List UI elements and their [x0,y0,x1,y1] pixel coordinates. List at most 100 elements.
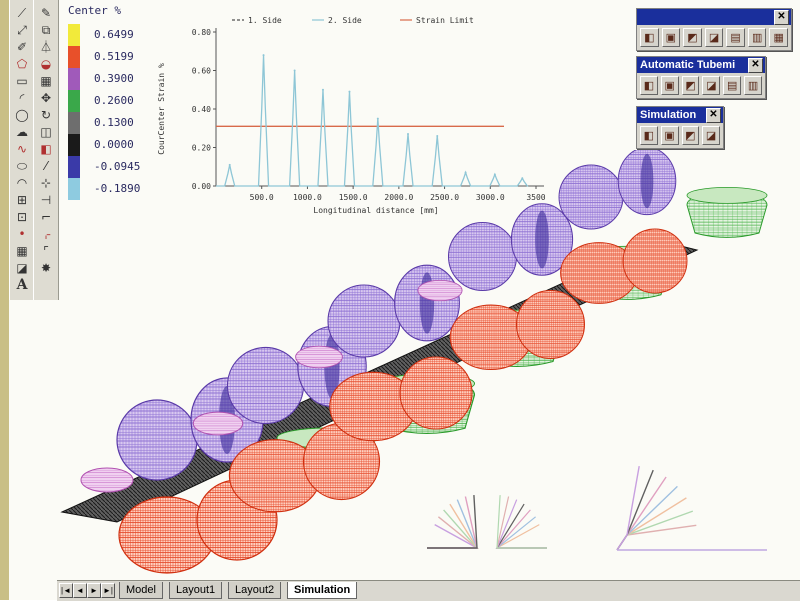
x-tick-label: 1000.0 [293,193,322,202]
layout-tab-bar: |◄ ◄ ► ►| Model Layout1 Layout2 Simulati… [57,580,800,601]
toolbar-title: Automatic Tubemi [640,59,736,71]
mirror-button[interactable]: ⏃ [36,38,56,56]
sim-step-icon[interactable]: ◩ [681,126,700,145]
ellipse-button[interactable]: ⬭ [12,157,32,175]
region-button[interactable]: ◪ [12,259,32,277]
line-button[interactable]: ⟋ [12,4,32,22]
upper-roll [558,164,624,230]
series-2-peak-point [407,133,409,136]
sim-stop-icon[interactable]: ◪ [702,126,720,145]
offset-button[interactable]: ◒ [36,55,56,73]
scale-button[interactable]: ◫ [36,123,56,141]
toolbar-titlebar[interactable]: Simulation ✕ [637,107,723,123]
view-icon[interactable]: ▣ [661,28,681,47]
sim-run-icon[interactable]: ◧ [640,126,658,145]
spline-button[interactable]: ∿ [12,140,32,158]
legend-swatch [68,24,80,46]
copy-button[interactable]: ⧉ [36,21,56,39]
toolbar-titlebar[interactable]: ✕ [637,9,791,25]
guide-roll [192,411,244,436]
stretch-button[interactable]: ◧ [36,140,56,158]
y-tick-label: 0.00 [192,182,211,191]
x-tick-label: 500.0 [250,193,274,202]
break-button[interactable]: ⌐ [36,208,56,226]
tube-icon[interactable]: ◧ [640,76,658,95]
trim-button[interactable]: ⊹ [36,174,56,192]
shade-icon[interactable]: ◪ [704,28,724,47]
scale-icon: ◫ [40,125,52,139]
toolbar-titlebar[interactable]: Automatic Tubemi ✕ [637,57,765,73]
y-tick-label: 0.60 [192,67,211,76]
spline-icon: ∿ [16,142,28,156]
window-edge [0,0,9,600]
line-icon: ⟋ [17,6,27,20]
lengthen-button[interactable]: ⁄ [36,157,56,175]
arc-button[interactable]: ◜ [12,89,32,107]
close-icon[interactable]: ✕ [706,108,721,123]
scene-icon[interactable]: ▦ [769,28,789,47]
construction-line-button[interactable]: ⤢ [12,21,32,39]
strain-color-legend: Center % 0.6499 0.5199 0.3900 0.2600 0.1… [68,4,208,234]
polyline-button[interactable]: ✐ [12,38,32,56]
render-floating-toolbar[interactable]: ✕ ◧▣◩◪▤▥▦ [636,8,792,51]
sim-chart-icon[interactable]: ▣ [660,126,679,145]
tab-model[interactable]: Model [119,582,163,599]
first-tab-button[interactable]: |◄ [59,583,73,598]
print-icon[interactable]: ▥ [744,76,762,95]
simulation-floating-toolbar[interactable]: Simulation ✕ ◧▣◩◪ [636,106,724,149]
make-block-button[interactable]: ⊡ [12,208,32,226]
legend-swatch [68,68,80,90]
close-icon[interactable]: ✕ [748,58,763,73]
polygon-button[interactable]: ⬠ [12,55,32,73]
roll-forming-3d-scene[interactable] [57,150,800,580]
export-icon[interactable]: ▤ [723,76,742,95]
table-icon[interactable]: ◪ [702,76,721,95]
fillet-button[interactable]: ⌜ [36,242,56,260]
stand-icon[interactable]: ◩ [681,76,700,95]
x-tick-label: 3000.0 [476,193,505,202]
last-tab-button[interactable]: ►| [101,583,115,598]
insert-block-button[interactable]: ⊞ [12,191,32,209]
light-icon[interactable]: ▤ [726,28,745,47]
multiline-text-button[interactable]: A [12,276,32,294]
rectangle-button[interactable]: ▭ [12,72,32,90]
point-button[interactable]: • [12,225,32,243]
roll-icon[interactable]: ▣ [660,76,679,95]
mirror-icon: ⏃ [39,40,52,54]
hatch-button[interactable]: ▦ [12,242,32,260]
ellipse-arc-button[interactable]: ◠ [12,174,32,192]
extend-button[interactable]: ⊣ [36,191,56,209]
tab-layout1[interactable]: Layout1 [169,582,223,599]
legend-value: 0.6499 [94,28,134,41]
chamfer-button[interactable]: ⌌ [36,225,56,243]
legend-row: 0.1300 [68,112,208,134]
move-icon: ✥ [40,91,52,105]
erase-button[interactable]: ✎ [36,4,56,22]
profile-stage-line [616,469,654,551]
material-icon[interactable]: ▥ [747,28,767,47]
series-2-peak-point [493,173,496,176]
series-2-peak-point [521,177,524,180]
close-icon[interactable]: ✕ [774,10,789,25]
array-button[interactable]: ▦ [36,72,56,90]
render-icon[interactable]: ◩ [683,28,702,47]
next-tab-button[interactable]: ► [87,583,101,598]
move-button[interactable]: ✥ [36,89,56,107]
explode-button[interactable]: ✸ [36,259,56,277]
legend-value: 0.3900 [94,72,134,85]
y-tick-label: 0.20 [192,144,211,153]
tab-layout2[interactable]: Layout2 [228,582,282,599]
chamfer-icon: ⌌ [41,227,51,241]
tubemill-floating-toolbar[interactable]: Automatic Tubemi ✕ ◧▣◩◪▤▥ [636,56,766,99]
3d-orbit-icon[interactable]: ◧ [640,28,659,47]
prev-tab-button[interactable]: ◄ [73,583,87,598]
x-tick-label: 3500 [526,193,545,202]
make-block-icon: ⊡ [16,210,28,224]
roll-shaft [640,153,654,209]
legend-label: Strain Limit [416,16,474,25]
rotate-button[interactable]: ↻ [36,106,56,124]
revision-cloud-button[interactable]: ☁ [12,123,32,141]
circle-button[interactable]: ◯ [12,106,32,124]
tab-simulation[interactable]: Simulation [287,582,358,599]
